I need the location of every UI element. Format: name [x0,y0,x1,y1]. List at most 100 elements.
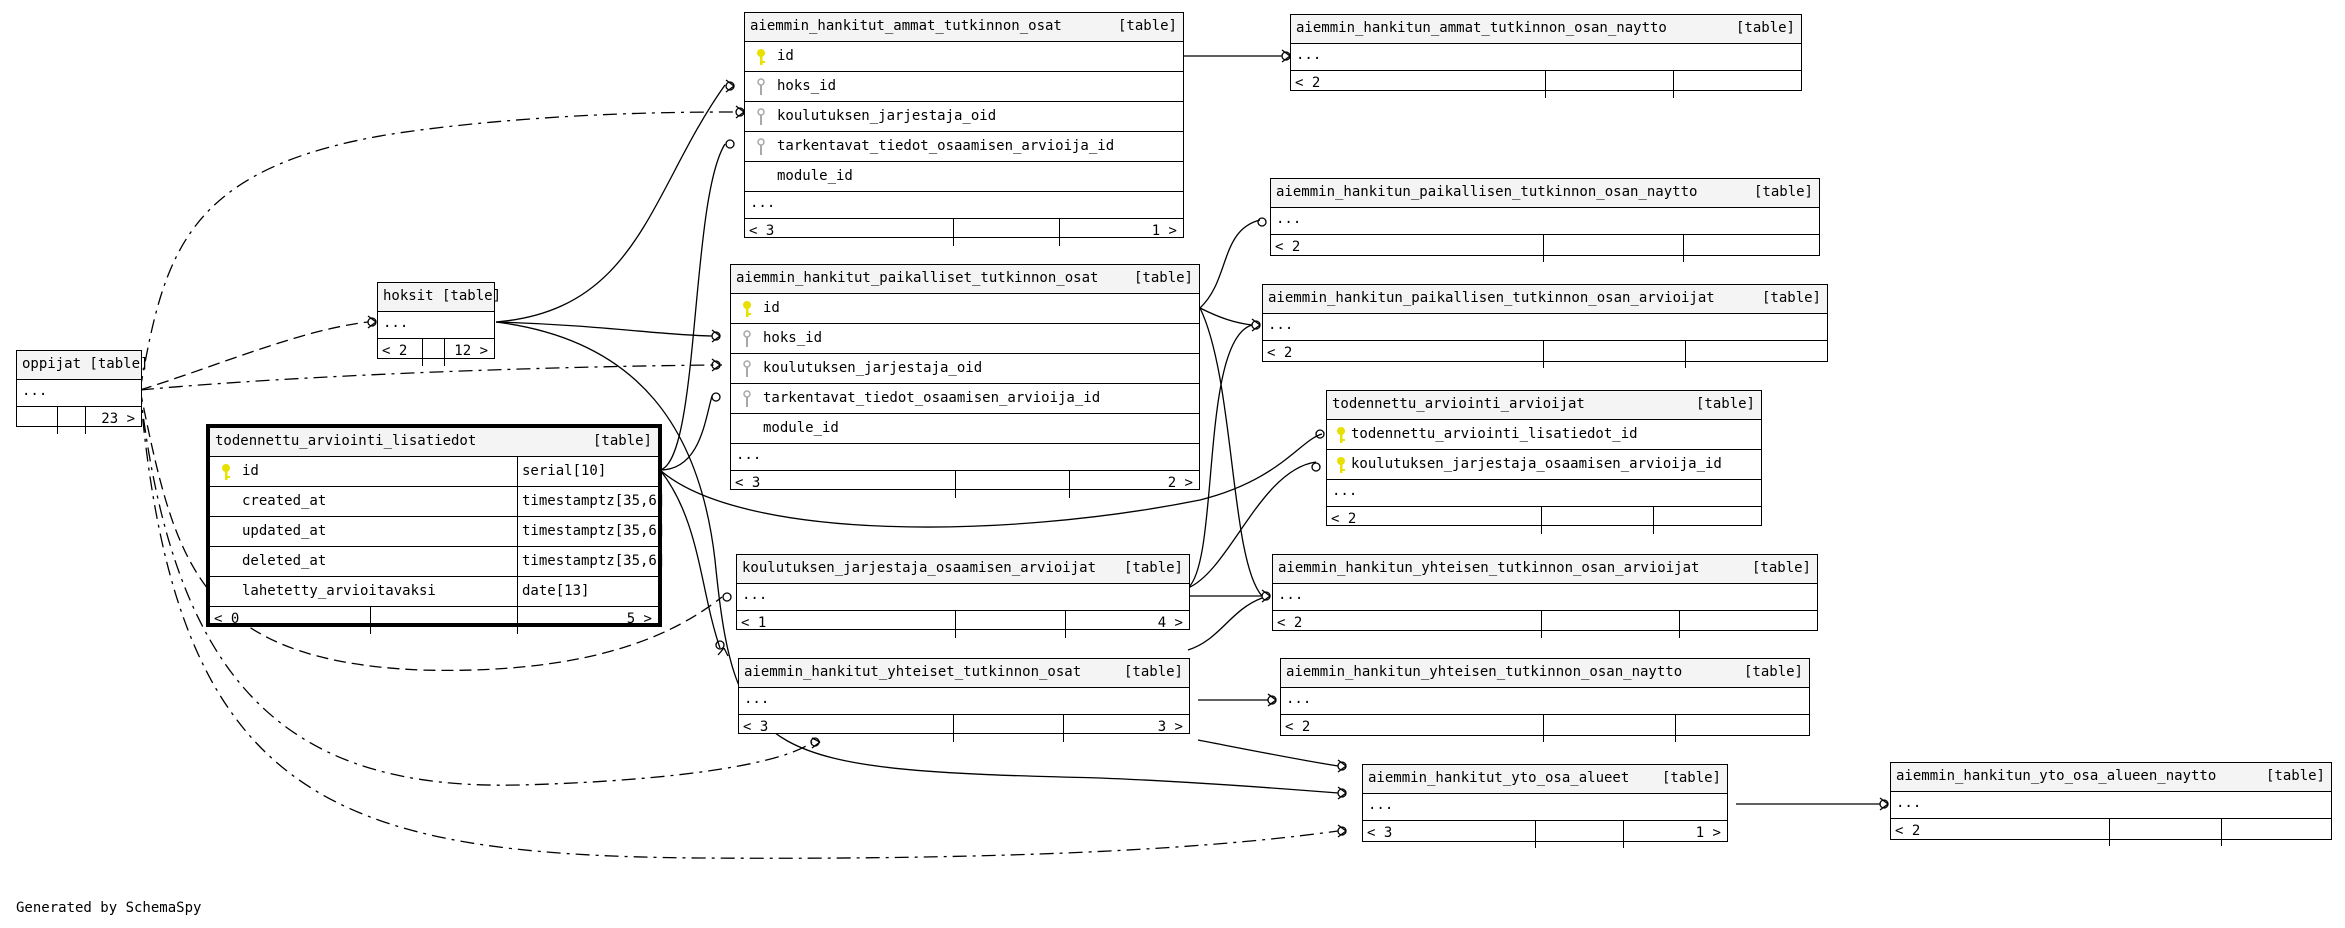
table-type: [table] [1751,560,1811,576]
parents-count: < 2 [1331,511,1357,527]
table-aiemmin-hankitun-yhteisen-tutkinnon-osan-naytto[interactable]: aiemmin_hankitun_yhteisen_tutkinnon_osan… [1280,658,1810,742]
column-name: created_at [242,493,327,509]
column-name: hoks_id [777,78,837,94]
primary-key-icon [1333,426,1349,444]
parents-count: < 2 [1275,239,1301,255]
column-row: koulutuksen_jarjestaja_oid [745,102,1183,132]
table-type: [table] [1661,770,1721,786]
column-name: koulutuksen_jarjestaja_oid [763,360,983,376]
column-row: updated_at timestamptz[35,6] [210,517,665,547]
table-footer: < 3 1 > [745,219,1183,246]
table-footer: < 2 [1281,715,1809,742]
more-columns-row: ... [1363,794,1727,821]
table-name: todennettu_arviointi_lisatiedot [215,433,477,449]
table-footer: < 3 1 > [1363,821,1727,848]
column-name: deleted_at [242,553,327,569]
edge-oppijat-hoksit [139,321,369,391]
table-footer: < 2 [1291,71,1801,98]
edge-lisatiedot-paikalliset-osat [659,395,713,471]
parents-count: < 2 [1895,823,1921,839]
table-type: [table] [2265,768,2325,784]
table-type: [table] [1123,560,1183,576]
column-name: id [763,300,780,316]
column-name: koulutuksen_jarjestaja_oid [777,108,997,124]
table-aiemmin-hankitun-yto-osa-alueen-naytto[interactable]: aiemmin_hankitun_yto_osa_alueen_naytto [… [1890,762,2332,846]
more-columns-row: ... [1327,480,1761,507]
table-aiemmin-hankitut-ammat-tutkinnon-osat[interactable]: aiemmin_hankitut_ammat_tutkinnon_osat [t… [744,12,1184,246]
table-koulutuksen-jarjestaja-osaamisen-arvioijat[interactable]: koulutuksen_jarjestaja_osaamisen_arvioij… [736,554,1190,638]
children-count: 3 > [1157,719,1183,735]
column-row: hoks_id [745,72,1183,102]
table-type: [table] [1133,270,1193,286]
column-row: deleted_at timestamptz[35,6] [210,547,665,577]
table-name: aiemmin_hankitun_ammat_tutkinnon_osan_na… [1296,20,1667,36]
table-name: aiemmin_hankitun_yhteisen_tutkinnon_osan… [1278,560,1700,576]
column-name: module_id [777,168,853,184]
column-row: koulutuksen_jarjestaja_osaamisen_arvioij… [1327,450,1761,480]
table-aiemmin-hankitut-paikalliset-tutkinnon-osat[interactable]: aiemmin_hankitut_paikalliset_tutkinnon_o… [730,264,1200,498]
primary-key-icon [739,300,755,318]
table-name: aiemmin_hankitun_paikallisen_tutkinnon_o… [1268,290,1715,306]
table-footer: < 2 12 > [378,339,494,366]
table-aiemmin-hankitun-paikallisen-tutkinnon-osan-naytto[interactable]: aiemmin_hankitun_paikallisen_tutkinnon_o… [1270,178,1820,262]
more-columns: ... [1286,691,1312,707]
table-type: [table] [1123,664,1183,680]
column-type: timestamptz[35,6] [522,523,666,539]
column-type: timestamptz[35,6] [522,553,666,569]
foreign-key-icon [753,138,769,156]
parents-count: < 3 [1367,825,1393,841]
more-columns-row: ... [17,380,141,407]
table-type: [table] [1695,396,1755,412]
table-header: aiemmin_hankitut_ammat_tutkinnon_osat [t… [745,13,1183,42]
column-name: id [242,463,259,479]
table-header: koulutuksen_jarjestaja_osaamisen_arvioij… [737,555,1189,584]
table-aiemmin-hankitun-ammat-tutkinnon-osan-naytto[interactable]: aiemmin_hankitun_ammat_tutkinnon_osan_na… [1290,14,1802,98]
more-columns: ... [736,447,762,463]
table-oppijat[interactable]: oppijat [table] ... 23 > [16,350,148,434]
parents-count: < 2 [382,343,408,359]
table-hoksit[interactable]: hoksit [table] ... < 2 12 > [377,282,501,366]
table-header: aiemmin_hankitun_paikallisen_tutkinnon_o… [1263,285,1827,314]
table-header: aiemmin_hankitut_yhteiset_tutkinnon_osat… [739,659,1189,688]
more-columns-row: ... [739,688,1189,715]
table-todennettu-arviointi-arvioijat[interactable]: todennettu_arviointi_arvioijat [table] t… [1326,390,1762,534]
more-columns-row: ... [731,444,1199,471]
table-type: [table] [1753,184,1813,200]
table-header: hoksit [table] [378,283,501,312]
edge-lisatiedot-ammat-osat [659,143,726,471]
edge-hoksit-ammat-osat [495,84,726,323]
more-columns-row: ... [1273,584,1817,611]
table-type: [table] [592,433,652,449]
table-header: aiemmin_hankitun_ammat_tutkinnon_osan_na… [1291,15,1801,44]
parents-count: < 2 [1285,719,1311,735]
table-aiemmin-hankitun-paikallisen-tutkinnon-osan-arvioijat[interactable]: aiemmin_hankitun_paikallisen_tutkinnon_o… [1262,284,1828,368]
table-name: todennettu_arviointi_arvioijat [1332,396,1585,412]
column-row: tarkentavat_tiedot_osaamisen_arvioija_id [745,132,1183,162]
column-row: tarkentavat_tiedot_osaamisen_arvioija_id [731,384,1199,414]
table-aiemmin-hankitut-yto-osa-alueet[interactable]: aiemmin_hankitut_yto_osa_alueet [table] … [1362,764,1728,848]
column-name: id [777,48,794,64]
table-aiemmin-hankitut-yhteiset-tutkinnon-osat[interactable]: aiemmin_hankitut_yhteiset_tutkinnon_osat… [738,658,1190,742]
column-type: timestamptz[35,6] [522,493,666,509]
table-aiemmin-hankitun-yhteisen-tutkinnon-osan-arvioijat[interactable]: aiemmin_hankitun_yhteisen_tutkinnon_osan… [1272,554,1818,638]
table-footer: 23 > [17,407,141,434]
table-name: aiemmin_hankitut_yto_osa_alueet [1368,770,1630,786]
table-todennettu-arviointi-lisatiedot[interactable]: todennettu_arviointi_lisatiedot [table] … [206,424,666,634]
column-name: koulutuksen_jarjestaja_osaamisen_arvioij… [1351,456,1722,472]
table-type: [table] [1743,664,1803,680]
table-header: aiemmin_hankitut_paikalliset_tutkinnon_o… [731,265,1199,294]
more-columns: ... [1896,795,1922,811]
children-count: 1 > [1695,825,1721,841]
parents-count: < 2 [1267,345,1293,361]
table-name: hoksit [table] [383,288,502,304]
table-footer: < 1 4 > [737,611,1189,638]
children-count: 1 > [1151,223,1177,239]
more-columns-row: ... [1891,792,2331,819]
parents-count: < 2 [1295,75,1321,91]
table-footer: < 2 [1263,341,1827,368]
column-name: lahetetty_arvioitavaksi [242,583,436,599]
edge-paik-arvioijat [1199,307,1253,326]
column-row: koulutuksen_jarjestaja_oid [731,354,1199,384]
foreign-key-icon [753,108,769,126]
table-name: aiemmin_hankitut_paikalliset_tutkinnon_o… [736,270,1099,286]
